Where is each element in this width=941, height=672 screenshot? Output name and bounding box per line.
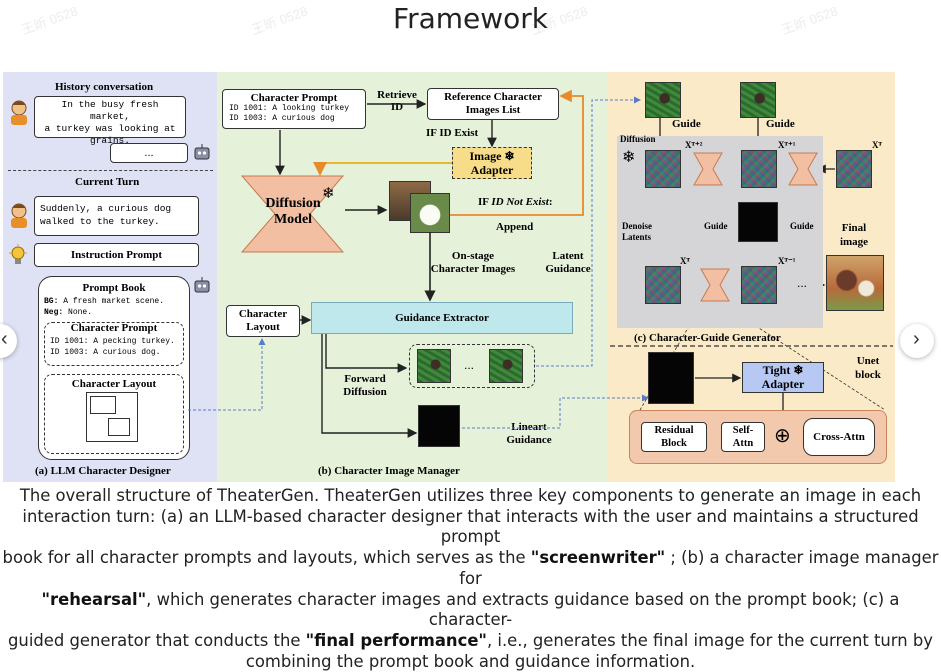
robot-icon: [192, 143, 212, 163]
current-turn-heading: Current Turn: [75, 176, 140, 188]
robot-icon: [192, 276, 212, 296]
latent-image: [741, 150, 777, 188]
panel-character-image-manager: [217, 72, 607, 482]
cross-attn-block: Cross-Attn: [803, 418, 875, 456]
forward-diffusion-group: [409, 344, 535, 388]
diffusion-model-shape: [240, 175, 345, 253]
user-avatar-icon: [8, 203, 30, 229]
history-message: In the busy fresh market, a turkey was l…: [34, 96, 186, 146]
ellipsis: ...: [797, 276, 808, 290]
tight-adapter: Tight ❄ Adapter: [742, 362, 824, 393]
chevron-right-icon: ›: [913, 328, 920, 350]
guide-image: [645, 82, 681, 118]
lineart-image: [648, 352, 694, 404]
layout-box: [90, 396, 116, 414]
noised-image: [489, 349, 523, 383]
page-title: Framework: [393, 2, 548, 35]
if-id-exist-label: IF ID Exist: [426, 127, 479, 139]
guidance-extractor: Guidance Extractor: [311, 302, 573, 334]
character-prompt-lines: ID 1001: A pecking turkey. ID 1003: A cu…: [50, 337, 175, 357]
snowflake-icon: ❄: [504, 149, 515, 163]
xt1-low-label: Xᵀ⁻¹: [778, 256, 796, 266]
lineart-image: [418, 405, 460, 447]
next-slide-button[interactable]: ›: [900, 324, 934, 358]
add-operator-icon: ⊕: [774, 425, 791, 447]
xt-low-label: Xᵀ: [680, 256, 690, 266]
dog-image: [410, 193, 450, 233]
guide-image: [740, 82, 776, 118]
noised-image: [417, 349, 451, 383]
history-ellipsis-box: ...: [110, 143, 188, 163]
guide-label: Guide: [790, 221, 814, 231]
divider: [8, 170, 213, 171]
ellipsis: ...: [464, 358, 475, 372]
character-prompt-title: Character Prompt: [70, 322, 158, 334]
panel-c-caption: (c) Character-Guide Generator: [634, 332, 781, 344]
final-image: [826, 255, 884, 311]
prompt-book-character-prompt: [44, 322, 184, 366]
prompt-book-character-layout: [44, 374, 184, 454]
latent-image: [645, 266, 681, 304]
current-message: Suddenly, a curious dog walked to the tu…: [34, 196, 199, 236]
prompt-book-title: Prompt Book: [82, 282, 146, 294]
guide-label: Guide: [672, 118, 701, 130]
image-adapter: Image ❄ Adapter: [452, 147, 532, 179]
xt-label: Xᵀ: [872, 140, 882, 150]
unet-shape: [693, 152, 723, 186]
snowflake-icon: ❄: [793, 363, 804, 377]
guide-label: Guide: [704, 221, 728, 231]
snowflake-icon: ❄: [622, 149, 636, 166]
xt2-label: Xᵀ⁺²: [685, 140, 703, 150]
unet-shape: [788, 152, 818, 186]
append-label: Append: [496, 221, 534, 233]
lightbulb-icon: [8, 244, 28, 268]
chevron-left-icon: ‹: [1, 328, 8, 350]
panel-a-caption: (a) LLM Character Designer: [35, 465, 171, 477]
user-avatar-icon: [8, 100, 30, 126]
latent-image: [645, 150, 681, 188]
figure-caption: The overall structure of TheaterGen. The…: [2, 486, 939, 671]
instruction-prompt-box: Instruction Prompt: [34, 243, 199, 267]
panel-b-caption: (b) Character Image Manager: [318, 465, 460, 477]
history-heading: History conversation: [55, 81, 154, 93]
self-attn-block: Self-Attn: [721, 422, 765, 452]
xt1-label: Xᵀ⁺¹: [778, 140, 796, 150]
guide-label: Guide: [766, 118, 795, 130]
latent-image: [741, 266, 777, 304]
prompt-book-bg: BG: A fresh market scene. Neg: None.: [44, 297, 165, 317]
unet-shape: [700, 268, 730, 302]
character-prompt-box: Character Prompt ID 1001: A looking turk…: [222, 89, 366, 129]
snowflake-icon: ❄: [322, 185, 335, 202]
diffusion-label: Diffusion: [620, 134, 656, 144]
latent-image: [836, 150, 872, 188]
if-id-not-exist-label: IF ID Not Exist:: [478, 196, 553, 208]
character-layout-title: Character Layout: [71, 378, 157, 390]
prev-slide-button[interactable]: ‹: [0, 324, 17, 358]
layout-box: [108, 418, 130, 436]
lineart-guide-image: [738, 202, 778, 242]
